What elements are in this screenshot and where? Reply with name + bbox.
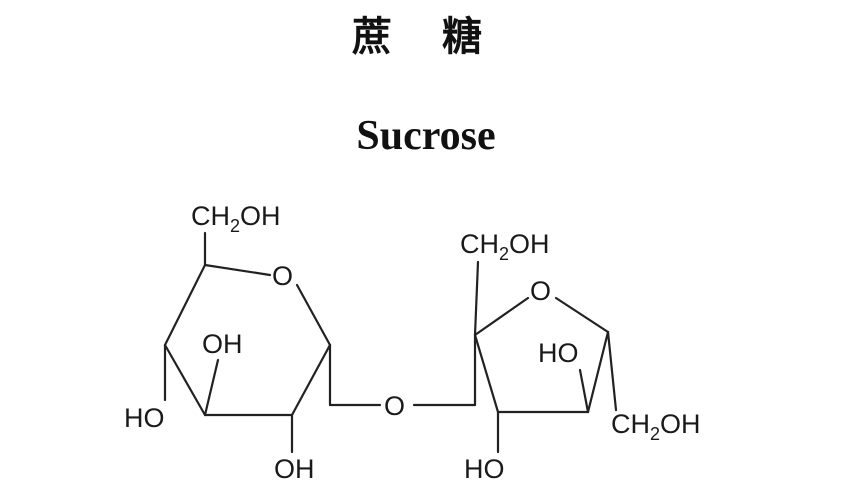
bond-c4-c5: [163, 263, 207, 347]
bond-c4prime-ho: [578, 368, 590, 414]
bond-c3-c4: [163, 343, 207, 417]
bond-ring-o-c5prime: [554, 296, 610, 334]
bond-ring-o-c1: [295, 283, 332, 347]
chinese-title: 蔗 糖: [352, 13, 500, 60]
bond-c5prime-ch2oh: [606, 330, 618, 412]
glucose-oh-upper: OH: [202, 329, 243, 359]
glycosidic-oxygen: O: [384, 391, 405, 421]
fructose-ring: [473, 260, 618, 454]
bond-c3prime-c2prime: [473, 333, 500, 414]
fructose-ch2oh-top-label: CH2OH: [460, 229, 550, 264]
glucose-oh-bottom: OH: [274, 454, 315, 484]
glucose-ho-left: HO: [124, 403, 165, 433]
bond-c5prime-c4prime: [586, 330, 610, 414]
bond-c5-ring-o: [203, 263, 272, 277]
fructose-ring-oxygen: O: [530, 276, 551, 306]
fructose-ch2oh-right-label: CH2OH: [611, 409, 701, 444]
bond-c2prime-ring-o: [473, 296, 530, 337]
bond-c3-oh: [203, 358, 220, 417]
english-title: Sucrose: [356, 113, 496, 159]
glucose-ring-oxygen: O: [272, 261, 293, 291]
fructose-ho-bottom: HO: [464, 454, 505, 484]
glucose-ch2oh-label: CH2OH: [191, 201, 281, 236]
glucose-ring: [163, 231, 382, 454]
bond-c2prime-ch2oh: [473, 260, 480, 337]
fructose-ho-inner: HO: [538, 338, 579, 368]
bond-c1-c2: [290, 343, 332, 417]
